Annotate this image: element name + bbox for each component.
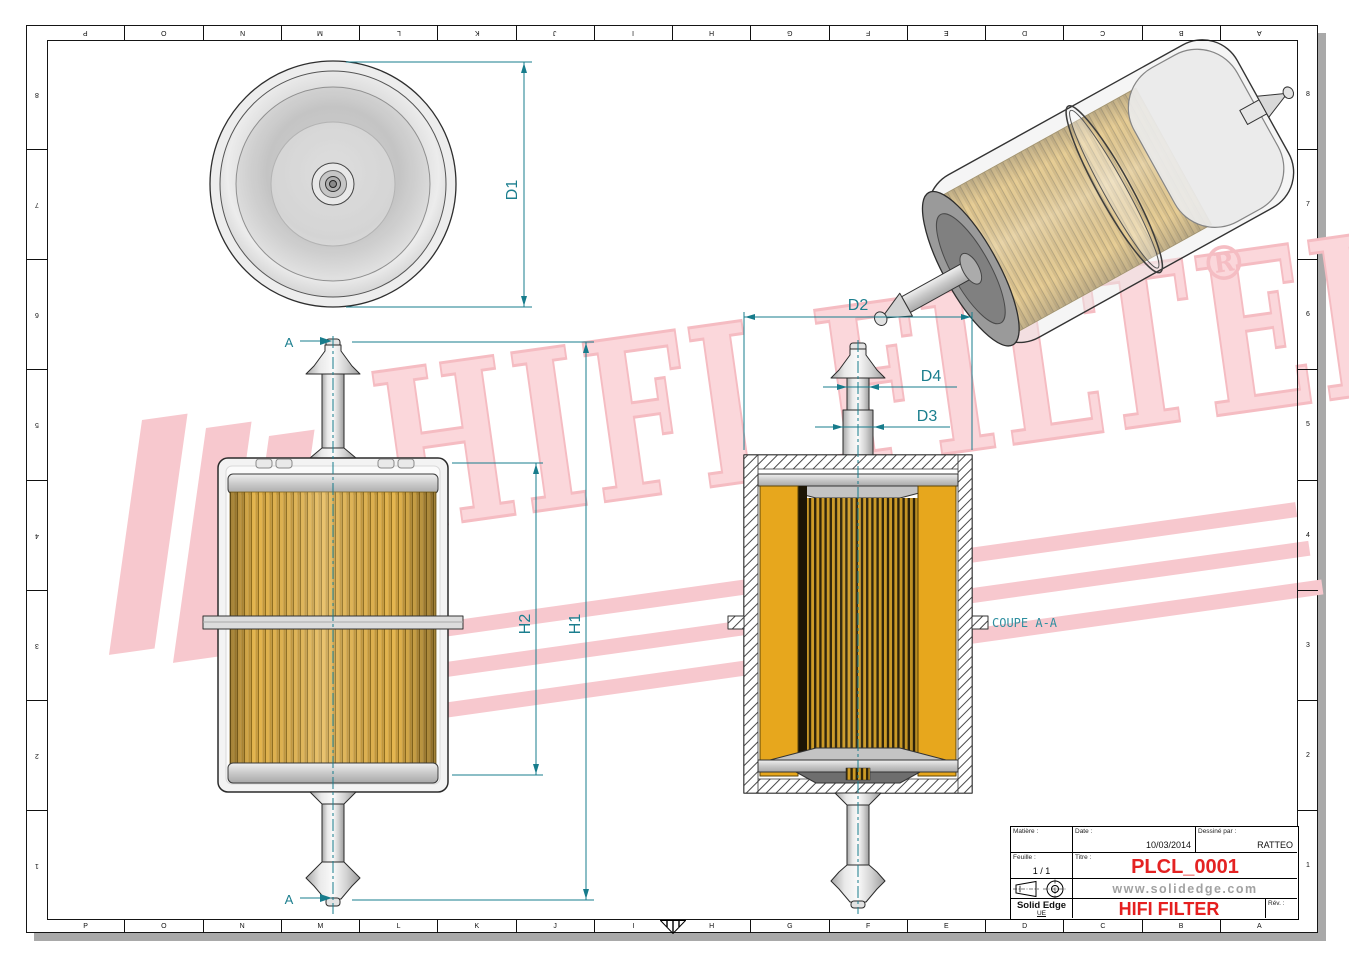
title-block-rev-cell: Rév. : <box>1266 899 1297 918</box>
title-block-website-cell: www.solidedge.com <box>1073 879 1297 899</box>
grid-ref-label: J <box>515 920 594 933</box>
material-label: Matière : <box>1013 828 1039 835</box>
title-block-title-cell: Titre : PLCL_0001 <box>1073 853 1297 879</box>
grid-ref-label: 1 <box>1298 809 1318 920</box>
grid-ref-label: 2 <box>1298 699 1318 810</box>
grid-ref-label: 2 <box>26 699 47 810</box>
sheet-value: 1 / 1 <box>1032 866 1051 876</box>
grid-ref-label: O <box>124 25 202 40</box>
grid-ref-label: M <box>280 920 359 933</box>
title-block: Matière : Date : 10/03/2014 Dessiné par … <box>1010 826 1299 920</box>
grid-ref-label: N <box>202 920 281 933</box>
title-block-brand-cell: HIFI FILTER <box>1073 899 1266 918</box>
grid-ref-label: G <box>750 920 828 933</box>
grid-ref-label: L <box>359 25 437 40</box>
grid-ref-label: C <box>1063 920 1141 933</box>
grid-ref-label: 4 <box>26 479 47 590</box>
title-block-projection-cell <box>1011 879 1073 899</box>
grid-ref-label: K <box>437 25 515 40</box>
grid-ref-label: G <box>750 25 828 40</box>
grid-ref-label: E <box>906 920 985 933</box>
title-block-sheet-cell: Feuille : 1 / 1 <box>1011 853 1073 879</box>
grid-ref-label: C <box>1063 25 1141 40</box>
brand-name: HIFI FILTER <box>1118 899 1220 918</box>
grid-ref-label: 6 <box>26 259 47 369</box>
grid-ref-label: L <box>359 920 437 933</box>
drawn-by-value: RATTEO <box>1257 840 1293 850</box>
date-value: 10/03/2014 <box>1145 840 1191 850</box>
grid-ref-label: A <box>1219 25 1298 40</box>
grid-ref-label: P <box>83 29 88 36</box>
title-block-material-cell: Matière : <box>1011 827 1073 853</box>
grid-ref-label: B <box>1141 920 1220 933</box>
grid-ref-label: H <box>672 25 750 40</box>
app-name: Solid Edge <box>1016 900 1067 911</box>
drawn-by-label: Dessiné par : <box>1198 828 1237 835</box>
app-edition: UE <box>1036 910 1047 917</box>
projection-symbol-icon <box>1013 879 1067 898</box>
grid-ref-label: 5 <box>26 369 47 479</box>
grid-ref-label: F <box>828 25 907 40</box>
grid-ref-label: 4 <box>1298 479 1318 590</box>
title-block-drawnby-cell: Dessiné par : RATTEO <box>1196 827 1297 853</box>
grid-ref-label: N <box>202 25 281 40</box>
grid-ref-label: E <box>906 25 985 40</box>
website-text: www.solidedge.com <box>1112 882 1258 896</box>
grid-ref-label: I <box>593 920 672 933</box>
grid-ref-label: O <box>124 920 202 933</box>
grid-ref-label: M <box>280 25 359 40</box>
grid-ref-label: P <box>83 923 88 930</box>
grid-ref-label: 8 <box>1306 91 1310 99</box>
grid-ref-label: I <box>593 25 672 40</box>
grid-ref-label: 7 <box>1298 149 1318 259</box>
grid-ref-label: H <box>672 920 750 933</box>
grid-ref-label: 3 <box>26 589 47 700</box>
grid-ref-label: 8 <box>34 91 39 99</box>
grid-ref-label: 7 <box>26 149 47 259</box>
rev-label: Rév. : <box>1268 900 1285 907</box>
date-label: Date : <box>1075 828 1093 835</box>
grid-ref-label: A <box>1219 920 1298 933</box>
title-block-app-cell: Solid Edge UE <box>1011 899 1073 918</box>
grid-ref-label: B <box>1141 25 1220 40</box>
grid-ref-label: 5 <box>1298 369 1318 479</box>
title-block-date-cell: Date : 10/03/2014 <box>1073 827 1196 853</box>
grid-ref-label: 3 <box>1298 589 1318 700</box>
grid-ref-label: K <box>437 920 515 933</box>
drawing-number: PLCL_0001 <box>1131 856 1239 878</box>
grid-ref-label: 6 <box>1298 259 1318 369</box>
grid-ref-label: J <box>515 25 594 40</box>
title-label: Titre : <box>1075 854 1092 861</box>
drawing-frame <box>47 40 1298 920</box>
grid-ref-label: D <box>985 920 1063 933</box>
sheet-label: Feuille : <box>1013 854 1036 861</box>
grid-ref-label: F <box>828 920 907 933</box>
grid-ref-label: D <box>985 25 1063 40</box>
grid-ref-label: 1 <box>26 809 47 920</box>
